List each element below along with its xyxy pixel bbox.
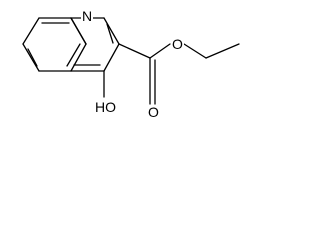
- bond: [70, 43, 87, 72]
- double-bond-inner: [66, 43, 81, 67]
- bond: [149, 43, 171, 59]
- carbonyl-oxygen-label: O: [147, 104, 160, 120]
- hydroxyl-label: HO: [94, 99, 117, 115]
- bond: [103, 43, 120, 72]
- double-bond-inner: [106, 23, 114, 44]
- double-bond-inner: [27, 48, 38, 67]
- ester-oxygen-label: O: [171, 36, 184, 52]
- bond: [103, 17, 120, 45]
- bond: [205, 43, 240, 59]
- bond: [22, 17, 40, 45]
- skeletal-formula: [22, 17, 240, 105]
- nitrogen-label: N: [81, 8, 94, 24]
- bond: [70, 17, 87, 45]
- bond: [118, 43, 151, 59]
- quinoline-structure: N HO O O: [22, 8, 240, 120]
- bond: [183, 43, 207, 59]
- bond: [22, 43, 40, 72]
